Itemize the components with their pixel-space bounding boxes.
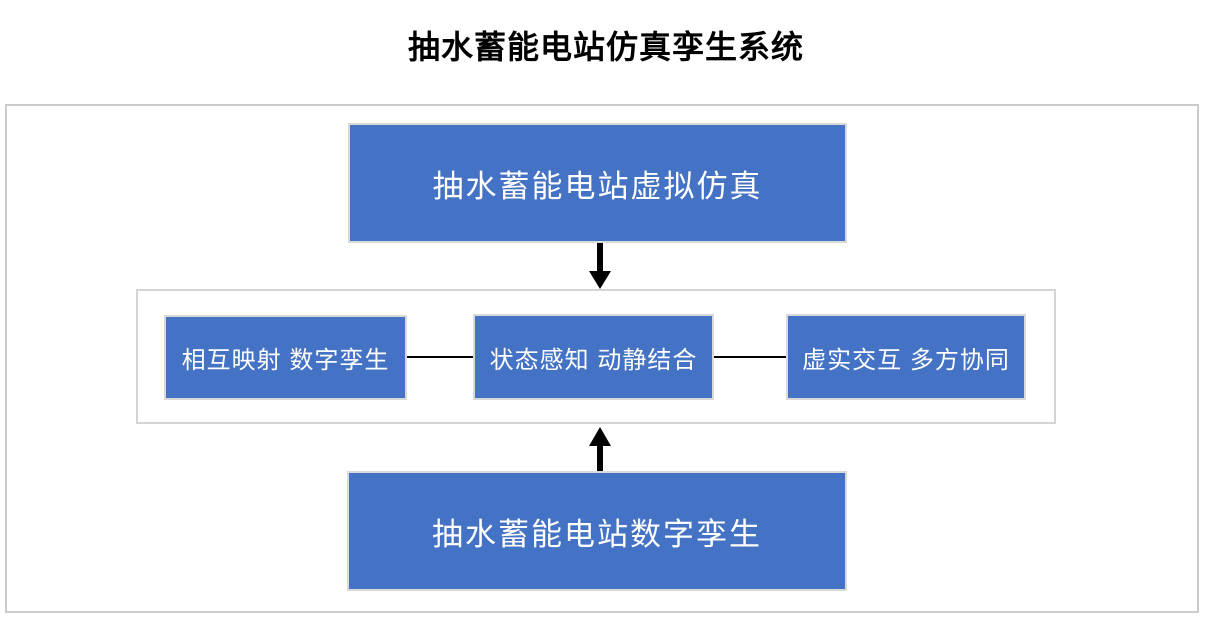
up-arrow-icon xyxy=(589,427,611,471)
feature-box-virtual-real-interaction: 虚实交互 多方协同 xyxy=(786,314,1026,400)
feature-label-virtual-real-interaction: 虚实交互 多方协同 xyxy=(802,346,1010,374)
connector-line-left xyxy=(407,356,473,358)
feature-box-mutual-mapping: 相互映射 数字孪生 xyxy=(164,315,407,400)
feature-label-mutual-mapping: 相互映射 数字孪生 xyxy=(181,347,390,374)
digital-twin-box: 抽水蓄能电站数字孪生 xyxy=(347,471,847,591)
digital-twin-label: 抽水蓄能电站数字孪生 xyxy=(432,516,762,552)
virtual-simulation-box: 抽水蓄能电站虚拟仿真 xyxy=(348,123,847,243)
down-arrow-icon xyxy=(589,243,611,289)
feature-box-state-sensing: 状态感知 动静结合 xyxy=(473,314,714,400)
virtual-simulation-label: 抽水蓄能电站虚拟仿真 xyxy=(432,168,763,204)
feature-label-state-sensing: 状态感知 动静结合 xyxy=(489,346,698,374)
connector-line-right xyxy=(714,356,786,358)
diagram-title: 抽水蓄能电站仿真孪生系统 xyxy=(407,29,804,65)
